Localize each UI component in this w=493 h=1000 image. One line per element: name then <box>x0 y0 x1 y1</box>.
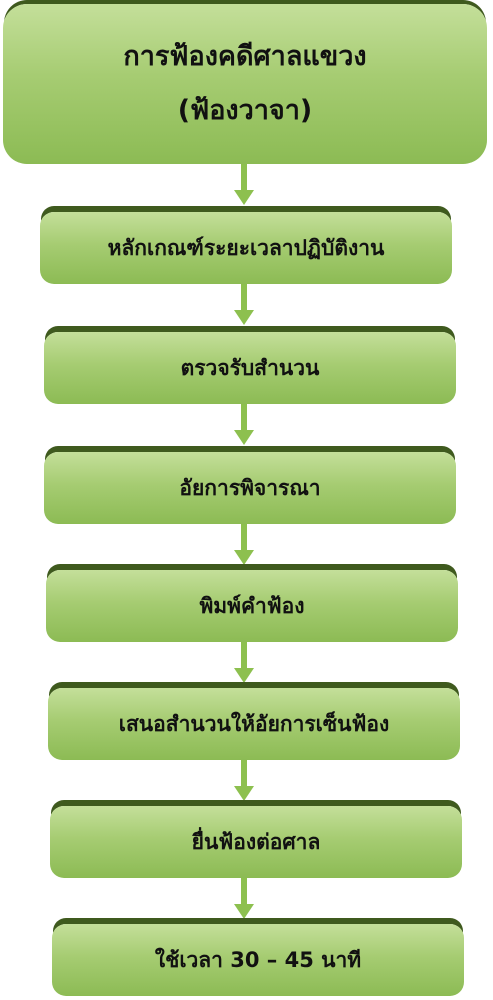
step-box-submit-for-signature: เสนอสำนวนให้อัยการเซ็นฟ้อง <box>48 688 460 760</box>
step-label: ใช้เวลา 30 – 45 นาที <box>154 947 362 972</box>
step-label: ยื่นฟ้องต่อศาล <box>191 829 321 854</box>
arrow-connector-4 <box>232 524 256 566</box>
step-label: อัยการพิจารณา <box>179 475 321 500</box>
step-label: หลักเกณฑ์ระยะเวลาปฏิบัติงาน <box>107 235 385 260</box>
step-box-receive-case: ตรวจรับสำนวน <box>44 332 456 404</box>
title-line-2: (ฟ้องวาจา) <box>177 95 313 126</box>
step-label: ตรวจรับสำนวน <box>180 355 320 380</box>
step-box-file-in-court: ยื่นฟ้องต่อศาล <box>50 806 462 878</box>
arrow-connector-2 <box>232 284 256 326</box>
title-line-1: การฟ้องคดีศาลแขวง <box>123 41 367 72</box>
arrow-connector-7 <box>232 878 256 920</box>
arrow-connector-3 <box>232 404 256 446</box>
step-box-prosecutor-review: อัยการพิจารณา <box>44 452 456 524</box>
step-label: เสนอสำนวนให้อัยการเซ็นฟ้อง <box>118 711 390 736</box>
step-box-time-criteria: หลักเกณฑ์ระยะเวลาปฏิบัติงาน <box>40 212 452 284</box>
arrow-connector-1 <box>232 164 256 206</box>
step-box-duration: ใช้เวลา 30 – 45 นาที <box>52 924 464 996</box>
step-box-print-complaint: พิมพ์คำฟ้อง <box>46 570 458 642</box>
step-label: พิมพ์คำฟ้อง <box>199 593 305 618</box>
arrow-connector-6 <box>232 760 256 802</box>
arrow-connector-5 <box>232 642 256 684</box>
flowchart-title-box: การฟ้องคดีศาลแขวง (ฟ้องวาจา) <box>3 4 487 164</box>
